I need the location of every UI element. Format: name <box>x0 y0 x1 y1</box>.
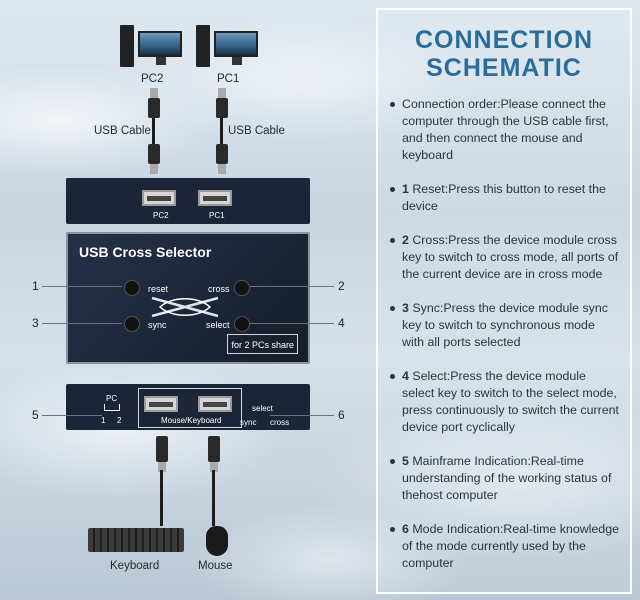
instruction-text: Mode Indication:Real-time knowledge of t… <box>402 522 619 570</box>
front-cross-label: cross <box>270 418 290 427</box>
cross-button[interactable] <box>234 280 250 296</box>
callout-6: 6 <box>338 408 345 422</box>
front-pc-1-label: 1 <box>101 416 106 425</box>
front-ports-label: Mouse/Keyboard <box>161 416 222 425</box>
callout-leader <box>250 323 334 324</box>
usb-cable-line <box>152 118 155 144</box>
back-port-pc2-label: PC2 <box>153 211 169 220</box>
instruction-item: 2 Cross:Press the device module cross ke… <box>390 232 620 283</box>
instruction-text: Mainframe Indication:Real-time understan… <box>402 454 612 502</box>
instruction-num: 6 <box>402 522 409 536</box>
usb-plug-icon <box>148 88 160 118</box>
device-title: USB Cross Selector <box>79 244 212 260</box>
select-label: select <box>206 320 230 330</box>
pc2-computer-icon <box>120 25 184 69</box>
callout-leader <box>250 286 334 287</box>
mouse-icon <box>206 526 228 556</box>
instruction-item: 3 Sync:Press the device module sync key … <box>390 300 620 351</box>
front-sync-label: sync <box>240 418 257 427</box>
device-back-panel: PC2 PC1 <box>66 178 310 224</box>
callout-4: 4 <box>338 316 345 330</box>
front-pc-2-label: 2 <box>117 416 122 425</box>
pc1-computer-icon <box>196 25 260 69</box>
instruction-item: 4 Select:Press the device module select … <box>390 368 620 436</box>
pc2-label: PC2 <box>141 73 164 85</box>
usb-cable-label-right: USB Cable <box>228 125 285 137</box>
back-port-pc1-label: PC1 <box>209 211 225 220</box>
usb-port-pc1 <box>198 190 232 206</box>
instruction-item: 6 Mode Indication:Real-time knowledge of… <box>390 521 620 572</box>
usb-port-keyboard <box>144 396 178 412</box>
callout-2: 2 <box>338 279 345 293</box>
instruction-text: Cross:Press the device module cross key … <box>402 233 619 281</box>
pc-indicator-icon <box>104 404 120 411</box>
device-top-view: USB Cross Selector reset cross sync sele… <box>66 232 310 364</box>
usb-port-pc2 <box>142 190 176 206</box>
sync-button[interactable] <box>124 316 140 332</box>
front-select-label: select <box>252 404 273 413</box>
instruction-text: Connection order:Please connect the comp… <box>402 97 609 162</box>
callout-5: 5 <box>32 408 39 422</box>
instruction-text: Sync:Press the device module sync key to… <box>402 301 608 349</box>
front-pc-label: PC <box>106 394 118 403</box>
cross-logo-icon <box>151 296 219 318</box>
mouse-label: Mouse <box>198 560 233 572</box>
callout-leader <box>42 286 122 287</box>
callout-3: 3 <box>32 316 39 330</box>
callout-leader <box>270 415 334 416</box>
instruction-num: 3 <box>402 301 409 315</box>
instruction-item: 1 Reset:Press this button to reset the d… <box>390 181 620 215</box>
instruction-num: 4 <box>402 369 409 383</box>
callout-leader <box>42 415 102 416</box>
instruction-num: 5 <box>402 454 409 468</box>
keyboard-icon <box>88 528 184 552</box>
instruction-text: Reset:Press this button to reset the dev… <box>402 182 606 213</box>
usb-cable-line <box>220 118 223 144</box>
instruction-text: Select:Press the device module select ke… <box>402 369 619 434</box>
usb-port-mouse <box>198 396 232 412</box>
reset-button[interactable] <box>124 280 140 296</box>
reset-label: reset <box>148 284 169 294</box>
instruction-item: 5 Mainframe Indication:Real-time underst… <box>390 453 620 504</box>
panel-title: CONNECTION SCHEMATIC <box>414 26 594 82</box>
usb-plug-icon <box>148 144 160 174</box>
mouse-keyboard-port-frame <box>138 388 242 428</box>
callout-1: 1 <box>32 279 39 293</box>
sync-label: sync <box>148 320 167 330</box>
mouse-cable-line <box>212 470 215 526</box>
pc1-label: PC1 <box>217 73 240 85</box>
instruction-num: 2 <box>402 233 409 247</box>
usb-plug-icon <box>216 88 228 118</box>
footer-tag: for 2 PCs share <box>227 334 298 354</box>
usb-plug-icon <box>156 436 168 472</box>
footer-tag-text: for 2 PCs share <box>231 340 294 350</box>
keyboard-cable-line <box>160 470 163 526</box>
usb-plug-icon <box>216 144 228 174</box>
instruction-list: Connection order:Please connect the comp… <box>378 96 630 572</box>
usb-plug-icon <box>208 436 220 472</box>
instruction-num: 1 <box>402 182 409 196</box>
cross-label: cross <box>208 284 230 294</box>
instruction-item: Connection order:Please connect the comp… <box>390 96 620 164</box>
callout-leader <box>42 323 122 324</box>
select-button[interactable] <box>234 316 250 332</box>
device-front-panel: PC 1 2 Mouse/Keyboard select sync cross <box>66 384 310 430</box>
keyboard-label: Keyboard <box>110 560 160 572</box>
schematic-panel: CONNECTION SCHEMATIC Connection order:Pl… <box>376 8 632 594</box>
usb-cable-label-left: USB Cable <box>94 125 151 137</box>
